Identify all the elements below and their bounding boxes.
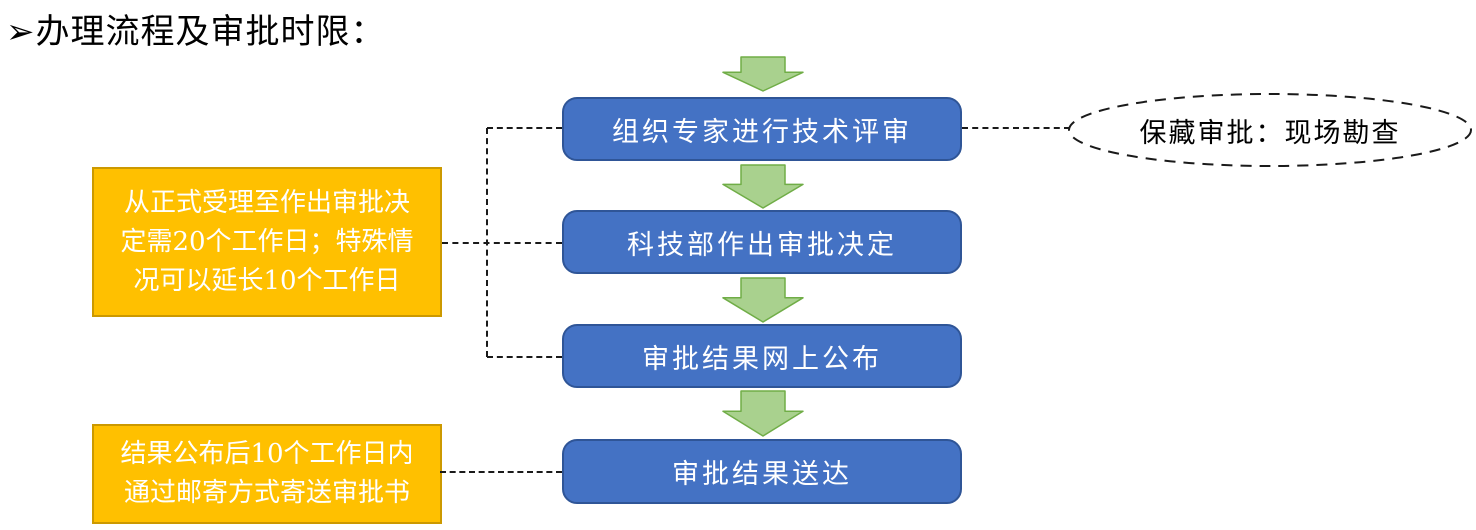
flow-step-label: 科技部作出审批决定	[627, 229, 897, 261]
note-mailing-time-limit: 结果公布后10个工作日内 通过邮寄方式寄送审批书	[92, 424, 442, 524]
connector-note1-to-step-2	[442, 242, 562, 244]
flow-step-ministry-decision: 科技部作出审批决定	[562, 210, 962, 274]
note-line: 定需20个工作日；特殊情	[120, 226, 414, 257]
callout-ellipse	[1068, 93, 1472, 167]
down-arrow-icon	[723, 165, 803, 208]
page-title: ➢办理流程及审批时限：	[6, 12, 386, 52]
note-line: 通过邮寄方式寄送审批书	[123, 478, 410, 508]
flow-step-expert-review: 组织专家进行技术评审	[562, 97, 962, 161]
flow-step-online-publication: 审批结果网上公布	[562, 324, 962, 388]
callout-label: 保藏审批：现场勘查	[1139, 117, 1401, 149]
note-line: 从正式受理至作出审批决	[123, 187, 410, 218]
connector-to-step-1	[487, 127, 562, 129]
note-line: 况可以延长10个工作日	[133, 265, 401, 296]
flow-step-label: 审批结果网上公布	[642, 343, 882, 375]
down-arrow-icon	[723, 391, 803, 436]
connector-to-step-3	[487, 356, 562, 358]
flow-step-result-delivery: 审批结果送达	[562, 439, 962, 504]
note-line: 结果公布后10个工作日内	[120, 439, 414, 469]
flow-step-label: 审批结果送达	[672, 459, 852, 490]
flow-step-label: 组织专家进行技术评审	[612, 116, 912, 148]
note-approval-time-limit: 从正式受理至作出审批决 定需20个工作日；特殊情 况可以延长10个工作日	[92, 167, 442, 317]
down-arrow-icon	[723, 57, 803, 91]
connector-step1-to-callout	[962, 127, 1070, 129]
down-arrow-icon	[723, 278, 803, 322]
connector-note2-to-step-4	[440, 471, 562, 473]
